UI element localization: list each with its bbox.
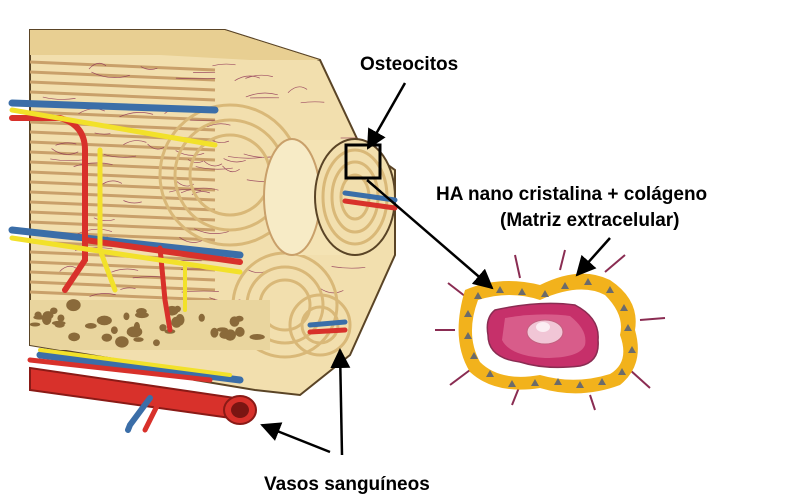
marrow-region bbox=[30, 299, 270, 350]
arrow-matrix bbox=[577, 238, 610, 275]
label-matrix-line2: (Matriz extracelular) bbox=[500, 210, 680, 231]
osteocyte-cell bbox=[435, 250, 665, 410]
arrow-osteocytes bbox=[368, 83, 405, 148]
arrow-vessel-main bbox=[262, 425, 330, 452]
label-blood-vessels: Vasos sanguíneos bbox=[264, 474, 430, 495]
label-matrix-line1: HA nano cristalina + colágeno bbox=[436, 184, 707, 205]
arrow-vessel-osteon bbox=[340, 350, 342, 455]
label-osteocytes: Osteocitos bbox=[360, 54, 458, 75]
